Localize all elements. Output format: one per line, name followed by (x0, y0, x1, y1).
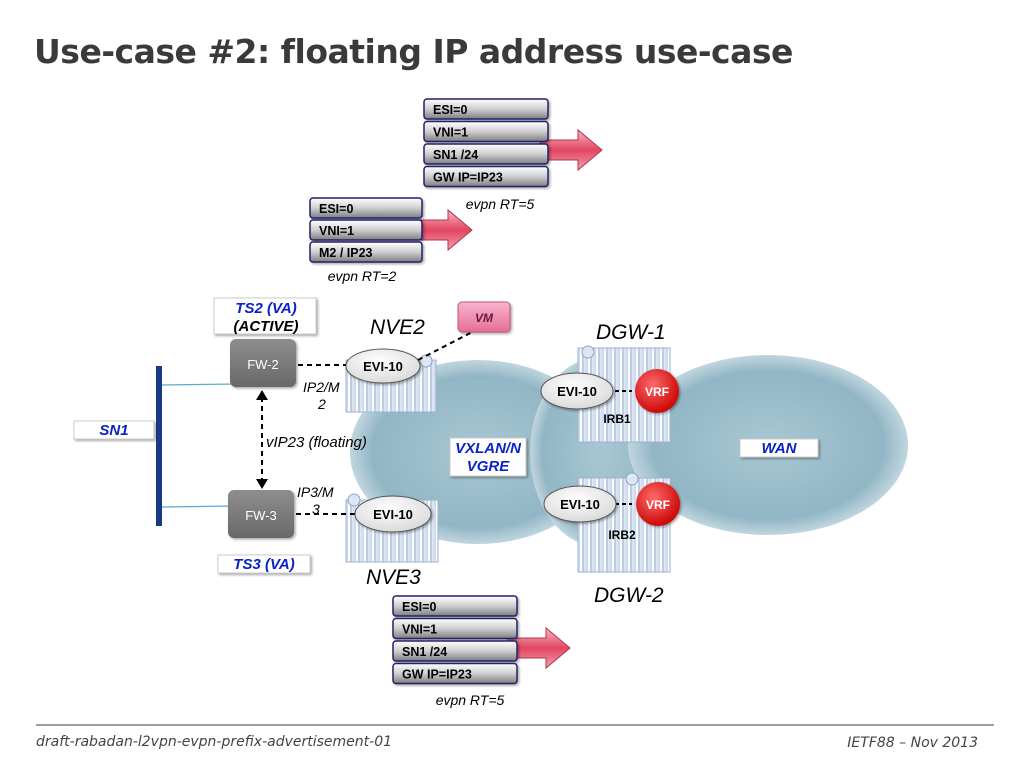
footer-divider (36, 724, 994, 726)
route-field-box (423, 143, 549, 165)
dgw2-led-icon (625, 472, 639, 486)
wan-label-box (739, 438, 819, 458)
evi-dgw2[interactable] (543, 485, 617, 523)
fw2-label: FW-2 (247, 357, 279, 372)
link-sn1-fw3 (161, 505, 237, 508)
sn1-bus (156, 366, 162, 526)
evi-dgw1[interactable] (540, 372, 614, 410)
sn1-label: SN1 (99, 422, 128, 439)
evi-nve2-label: EVI-10 (363, 359, 403, 374)
route-caption: evpn RT=5 (466, 196, 535, 212)
evi-dgw2-label: EVI-10 (560, 497, 600, 512)
ts2-label: TS2 (VA) (235, 300, 296, 317)
slide-title: Use-case #2: floating IP address use-cas… (34, 32, 793, 71)
route-field-text: VNI=1 (433, 126, 468, 140)
route-field-box (392, 595, 518, 617)
route-field-box (309, 197, 423, 219)
nve2-label: NVE2 (370, 316, 425, 339)
fw2-node[interactable] (230, 339, 296, 387)
ts3-label-box (217, 554, 311, 574)
route-field-text: GW IP=IP23 (402, 668, 472, 682)
footer-draft-name: draft-rabadan-l2vpn-evpn-prefix-advertis… (36, 734, 393, 750)
route-field-box (423, 120, 549, 143)
evi-dgw1-label: EVI-10 (557, 384, 597, 399)
nve3-led-icon (347, 493, 361, 507)
route-field-box (423, 165, 549, 188)
route-field-text: ESI=0 (402, 600, 436, 614)
evi-nve3[interactable] (354, 495, 432, 533)
route-field-text: VNI=1 (402, 623, 437, 637)
route-field-box (309, 241, 423, 263)
evi-nve2[interactable] (345, 348, 421, 384)
vm-node[interactable] (457, 301, 511, 333)
vxlan-label: VXLAN/N (455, 440, 522, 457)
ip3-label-cont: 3 (312, 501, 320, 517)
ts3-label: TS3 (VA) (233, 556, 294, 573)
route-field-text: GW IP=IP23 (433, 171, 503, 185)
ip2-label: IP2/M (303, 379, 340, 395)
irb1-label: IRB1 (603, 412, 631, 426)
dgw2-label: DGW-2 (594, 584, 664, 607)
vxlan-label-cont: VGRE (467, 458, 511, 475)
route-field-text: ESI=0 (319, 202, 353, 216)
route-caption: evpn RT=5 (436, 692, 505, 708)
route-field-text: SN1 /24 (433, 148, 478, 162)
vrf-dgw2[interactable] (636, 482, 680, 526)
ts2-active-label: (ACTIVE) (234, 318, 299, 335)
route-field-box (392, 662, 518, 685)
sn1-label-box (73, 420, 155, 440)
route-caption: evpn RT=2 (328, 268, 397, 284)
vrf-dgw1[interactable] (635, 369, 679, 413)
ip2-label-cont: 2 (317, 396, 326, 412)
ts2-label-box (213, 297, 317, 335)
route-arrow-icon (539, 128, 603, 172)
irb2-label: IRB2 (608, 528, 636, 542)
arrow-down-icon (256, 479, 268, 489)
vrf-dgw2-label: VRF (646, 498, 670, 512)
route-field-box (392, 617, 518, 640)
route-field-box (423, 98, 549, 120)
fw3-label: FW-3 (245, 508, 277, 523)
dgw1-label: DGW-1 (596, 321, 666, 344)
wan-label: WAN (762, 440, 798, 457)
link-evi-vm (417, 327, 481, 361)
route-field-text: ESI=0 (433, 103, 467, 117)
arrow-up-icon (256, 390, 268, 400)
evi-nve3-label: EVI-10 (373, 507, 413, 522)
ip3-label: IP3/M (297, 484, 334, 500)
route-field-text: SN1 /24 (402, 645, 447, 659)
route-field-box (392, 640, 518, 662)
link-sn1-fw2 (161, 383, 237, 386)
footer-event-date: IETF88 – Nov 2013 (847, 735, 978, 751)
vip-floating-label: vIP23 (floating) (266, 434, 367, 451)
route-field-text: M2 / IP23 (319, 246, 373, 260)
route-field-box (309, 219, 423, 241)
nve2-led-icon (419, 354, 433, 368)
nve3-label: NVE3 (366, 566, 421, 589)
vm-label: VM (475, 311, 494, 325)
vxlan-label-box (449, 437, 527, 477)
route-field-text: VNI=1 (319, 224, 354, 238)
vrf-dgw1-label: VRF (645, 385, 669, 399)
fw3-node[interactable] (228, 490, 294, 538)
dgw1-led-icon (581, 345, 595, 359)
